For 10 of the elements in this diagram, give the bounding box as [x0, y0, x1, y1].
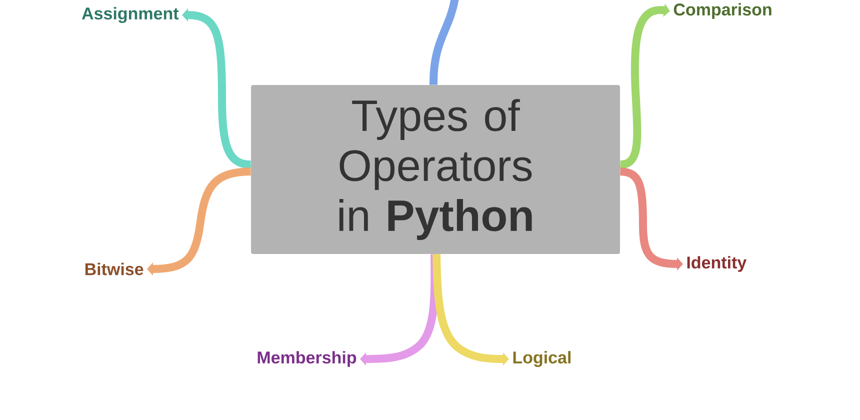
branch-label: Identity: [687, 256, 747, 272]
title-box: Types of Operators in Python: [251, 85, 620, 254]
branch-arrow: [360, 254, 439, 366]
branch-label: Assignment: [82, 7, 179, 23]
branch-label: Bitwise: [85, 262, 144, 276]
branch-label: Membership: [258, 351, 356, 367]
branch-label: Logical: [513, 351, 570, 367]
branch-arrow: [147, 168, 251, 276]
branch-label: Comparison: [674, 3, 772, 19]
branch-arrow: [620, 4, 670, 168]
